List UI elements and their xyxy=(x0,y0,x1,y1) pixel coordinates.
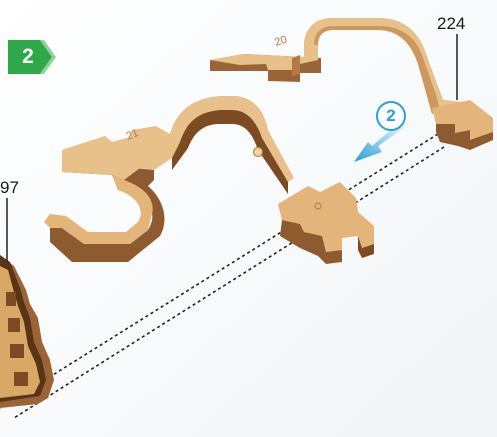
step-number-badge: 2 xyxy=(8,40,54,74)
part-number-left: 97 xyxy=(0,179,19,196)
sub-step-number: 2 xyxy=(376,101,406,131)
step-number: 2 xyxy=(8,40,48,74)
part-number-right: 224 xyxy=(437,15,465,32)
